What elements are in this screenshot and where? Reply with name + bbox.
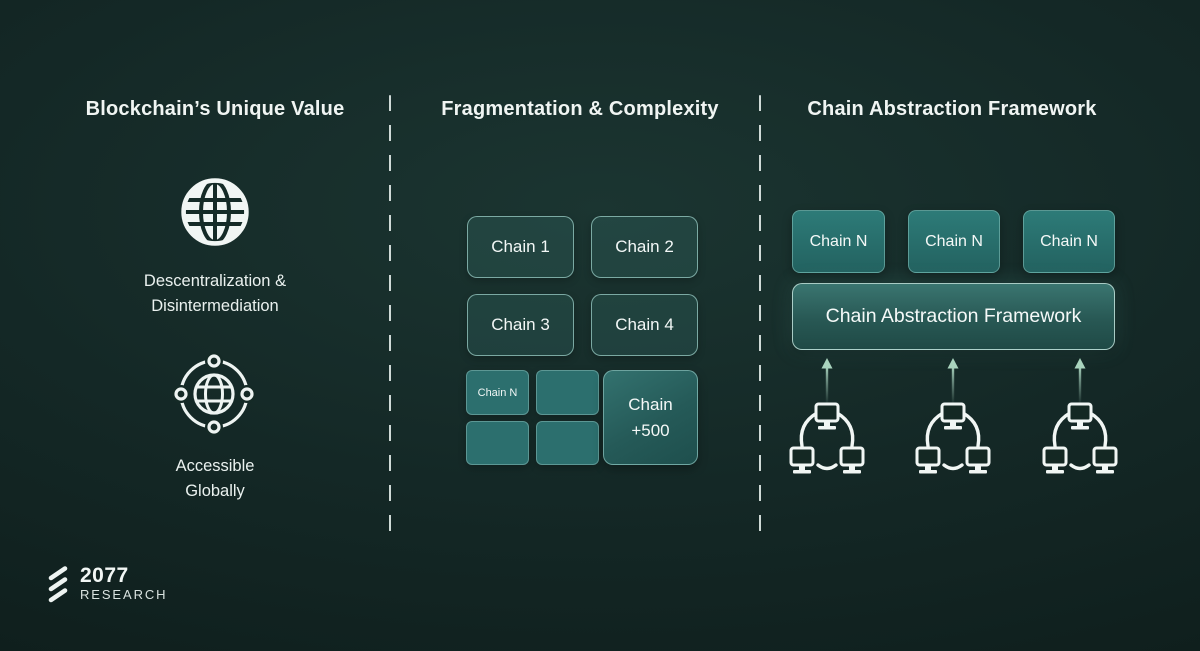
- computer-network-icon: [789, 402, 865, 474]
- empty-chain-box: [536, 370, 599, 415]
- middle-column-title: Fragmentation & Complexity: [441, 98, 719, 120]
- empty-chain-box: [536, 421, 599, 465]
- chain-4-box: Chain 4: [591, 294, 698, 356]
- logo-2077-research: 2077 RESEARCH: [44, 565, 167, 605]
- chain-n-box-3: Chain N: [1023, 210, 1115, 273]
- logo-brand-text: 2077: [80, 564, 129, 587]
- computer-network-icon: [915, 402, 991, 474]
- arrow-up-icon: [820, 358, 834, 404]
- column-divider-left: [389, 95, 391, 545]
- column-divider-right: [759, 95, 761, 545]
- chain-3-box: Chain 3: [467, 294, 574, 356]
- chain-abstraction-framework-bar: Chain Abstraction Framework: [792, 283, 1115, 350]
- arrow-up-icon: [946, 358, 960, 404]
- arrow-up-icon: [1073, 358, 1087, 404]
- globe-orbit-icon: [171, 351, 257, 437]
- left-column-title: Blockchain’s Unique Value: [85, 98, 345, 120]
- chain-n-box-1: Chain N: [792, 210, 885, 273]
- computer-network-icon: [1042, 402, 1118, 474]
- chain-n-box-2: Chain N: [908, 210, 1000, 273]
- chain-1-box: Chain 1: [467, 216, 574, 278]
- right-column-title: Chain Abstraction Framework: [807, 98, 1097, 120]
- globe-icon: [180, 177, 250, 247]
- chain-plus-500-box: Chain +500: [603, 370, 698, 465]
- chain-2-box: Chain 2: [591, 216, 698, 278]
- empty-chain-box: [466, 421, 529, 465]
- decentralization-caption: Descentralization & Disintermediation: [143, 272, 287, 315]
- 2077-research-logo-icon: [44, 565, 72, 605]
- logo-sub-text: RESEARCH: [80, 587, 168, 602]
- chain-n-small-box: Chain N: [466, 370, 529, 415]
- accessible-globally-caption: Accessible Globally: [175, 457, 255, 500]
